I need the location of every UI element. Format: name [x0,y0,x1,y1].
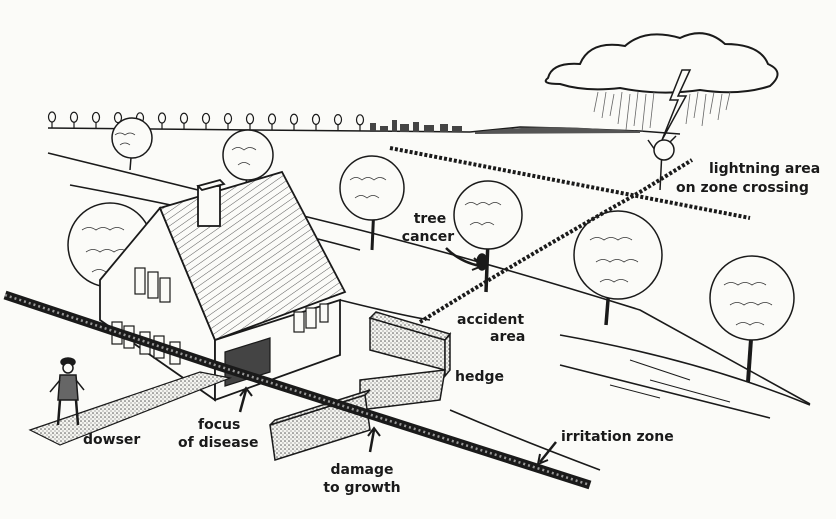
tree-2 [222,129,274,186]
label-irritation-zone: irritation zone [561,429,674,445]
dowser-figure [49,357,85,426]
horizon-tree-crown [311,113,321,126]
tree-3 [339,155,405,251]
distant-village [370,120,640,134]
tree-1 [111,117,153,171]
horizon-tree-crown [113,112,123,124]
zone-line-main [3,290,592,490]
label-to-growth: to growth [323,480,401,496]
horizon-tree-crown [245,113,255,125]
field-furrows [609,359,731,403]
horizon-trees [47,111,365,131]
label-lightning-area: lightning area [709,161,821,177]
label-area: area [490,329,526,345]
label-focus: focus [198,417,241,433]
zone-line-upper [389,146,751,324]
horizon-tree-crown [289,113,299,125]
field-lines [47,152,811,471]
trees [67,117,795,383]
lightning-bolt-icon [661,69,692,141]
label-tree: tree [413,211,447,227]
garden-path [28,371,233,446]
horizon-tree-crown [201,112,211,125]
horizon-tree-crown [69,111,79,123]
label-dowser: dowser [83,432,141,448]
label-accident: accident [457,312,525,328]
label-of-disease: of disease [178,435,259,451]
horizon-tree-crown [91,111,101,124]
horizon-tree-crown [355,114,365,126]
label-hedge: hedge [455,369,504,385]
horizon-tree-crown [179,112,189,124]
horizon-tree-crown [47,111,57,123]
label-cancer: cancer [401,229,455,245]
label-damage: damage [330,462,394,478]
struck-tree [647,135,677,191]
horizon-tree-crown [267,113,277,125]
cancer-tree [453,180,523,293]
tree-5 [573,210,663,326]
pointer-arrows [238,247,557,466]
tree-foliage-texture [81,132,773,326]
horizon-tree-crown [157,112,167,124]
label-on-zone-crossing: on zone crossing [676,180,809,196]
tree-6 [709,255,795,383]
horizon-tree-crown [223,113,233,125]
horizon-tree-crown [333,114,343,126]
storm-cloud [544,32,779,141]
